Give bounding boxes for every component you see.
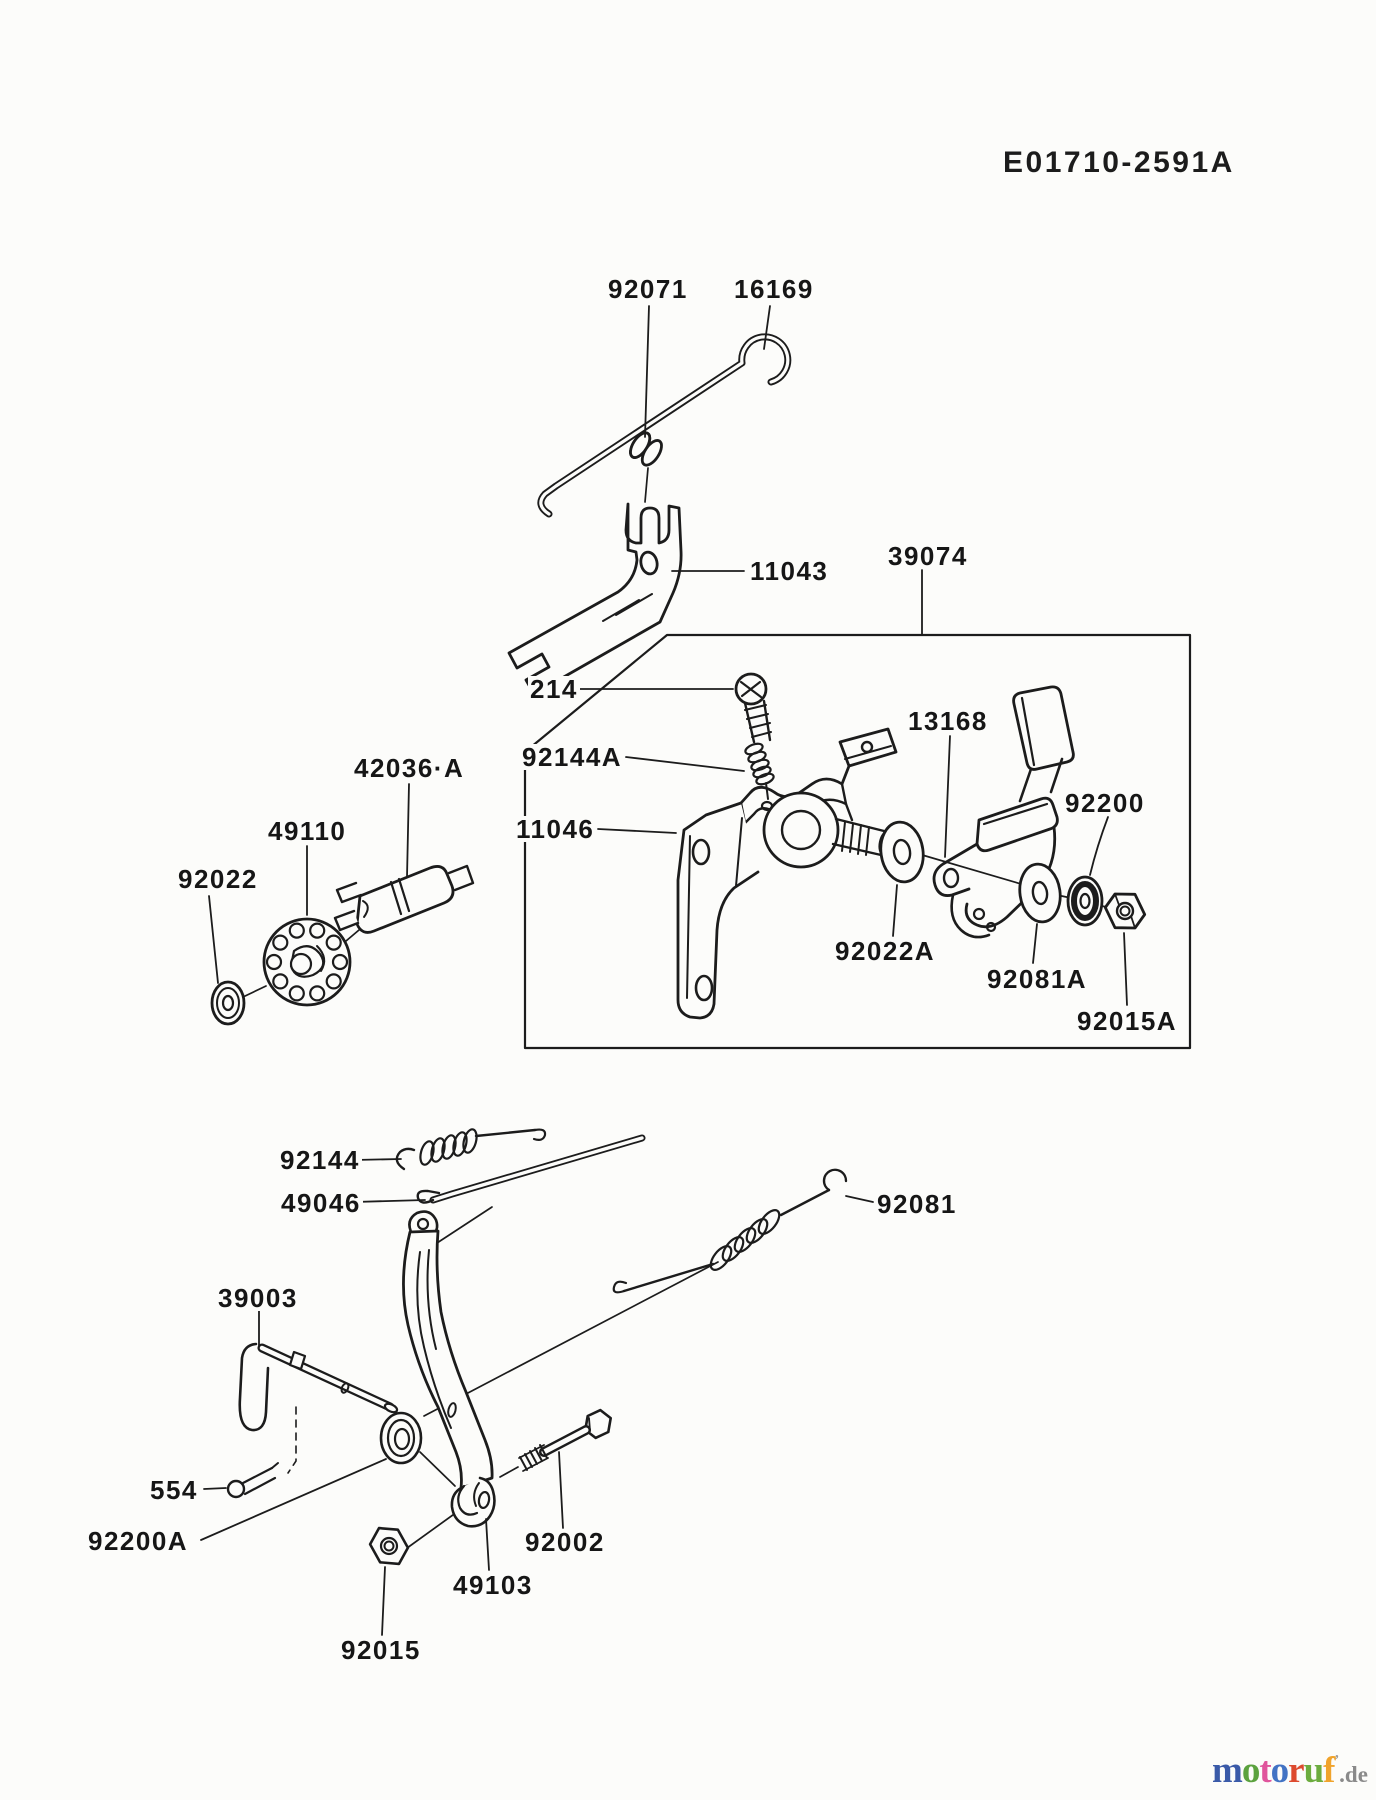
washer-92200-drawing xyxy=(1066,875,1104,927)
nut-92015-drawing xyxy=(368,1526,410,1566)
shaft-42036a-drawing xyxy=(333,864,475,934)
part-label-11046: 11046 xyxy=(514,814,597,844)
rod-16169-drawing xyxy=(537,333,792,518)
part-label-39074: 39074 xyxy=(886,541,970,571)
logo-letter: o xyxy=(1270,1750,1289,1791)
logo-letter: u xyxy=(1303,1750,1325,1791)
center-axis-lines xyxy=(242,467,1108,1557)
part-label-49110: 49110 xyxy=(266,816,349,846)
washer-92022a-drawing xyxy=(879,820,925,884)
part-label-49046: 49046 xyxy=(279,1188,363,1218)
part-label-92200: 92200 xyxy=(1063,788,1147,818)
rod-49046-drawing xyxy=(416,1134,646,1204)
part-label-92022: 92022 xyxy=(176,864,260,894)
part-label-92081a: 92081A xyxy=(985,964,1090,994)
washer-92081a-drawing xyxy=(1018,862,1062,924)
part-label-92015: 92015 xyxy=(339,1635,423,1665)
motoruf-logo: motoruf’.de xyxy=(1212,1752,1368,1789)
logo-letter: o xyxy=(1241,1750,1260,1791)
part-label-92002: 92002 xyxy=(523,1527,607,1557)
nut-92015a-drawing xyxy=(1103,892,1147,930)
part-label-92144a: 92144A xyxy=(520,742,625,772)
bolt-92002-drawing xyxy=(518,1408,612,1472)
part-label-92022a: 92022A xyxy=(833,936,938,966)
bracket-11046-drawing xyxy=(676,727,898,1020)
part-label-39003: 39003 xyxy=(216,1283,300,1313)
part-label-49103: 49103 xyxy=(451,1570,535,1600)
cotter-pin-554-drawing xyxy=(226,1462,279,1499)
part-label-11043: 11043 xyxy=(748,556,831,586)
grommet-92071-drawing xyxy=(629,431,663,467)
spring-92081-drawing xyxy=(612,1168,848,1294)
logo-letter: t xyxy=(1259,1750,1271,1791)
part-label-92144: 92144 xyxy=(278,1145,362,1175)
logo-trademark: ’ xyxy=(1334,1753,1340,1768)
bushing-92200a-drawing xyxy=(379,1411,423,1465)
lever-13168-drawing xyxy=(932,685,1075,939)
logo-letter: r xyxy=(1288,1750,1304,1791)
part-label-92015a: 92015A xyxy=(1075,1006,1180,1036)
logo-letter: f xyxy=(1323,1750,1335,1791)
part-label-214: 214 xyxy=(528,674,580,704)
part-label-13168: 13168 xyxy=(906,706,990,736)
screw-214-drawing xyxy=(734,672,772,744)
part-label-42036-a: 42036·A xyxy=(352,753,467,783)
part-label-16169: 16169 xyxy=(732,274,816,304)
part-label-92081: 92081 xyxy=(875,1189,959,1219)
document-code: E01710-2591A xyxy=(1003,146,1235,179)
governor-gear-49110-drawing xyxy=(262,917,352,1007)
assembly-box-39074 xyxy=(523,633,1192,1050)
part-label-92200a: 92200A xyxy=(86,1526,191,1556)
logo-domain-suffix: .de xyxy=(1339,1762,1368,1787)
bracket-11043-drawing xyxy=(507,502,683,696)
part-label-92071: 92071 xyxy=(606,274,690,304)
washer-92022-drawing xyxy=(210,980,246,1026)
rod-39003-drawing xyxy=(238,1342,399,1432)
logo-letter: m xyxy=(1212,1750,1243,1791)
spring-92144a-drawing xyxy=(744,742,775,800)
lever-49103-drawing xyxy=(402,1210,496,1528)
leader-lines xyxy=(200,305,1128,1636)
part-label-554: 554 xyxy=(148,1475,200,1505)
spring-92144-drawing xyxy=(395,1128,547,1171)
